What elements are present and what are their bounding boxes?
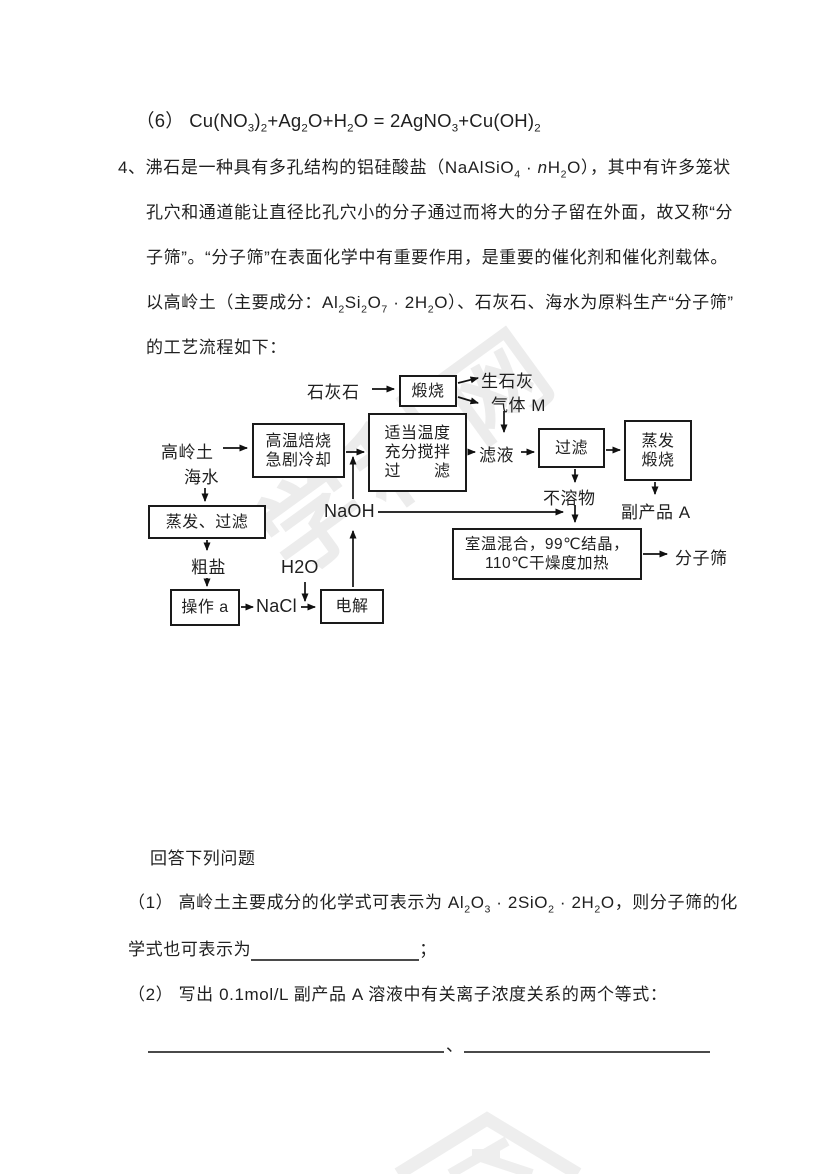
flow-box-operation-a: 操作 a	[170, 589, 240, 626]
q4-intro-line-4: 以高岭土（主要成分：Al2Si2O7 · 2H2O）、石灰石、海水为原料生产“分…	[146, 293, 734, 316]
question-1-line-1: （1） 高岭土主要成分的化学式可表示为 Al2O3 · 2SiO2 · 2H2O…	[128, 893, 738, 916]
flow-box-mix-crystallize: 室温混合，99℃结晶， 110℃干燥度加热	[452, 528, 642, 580]
answer-blank-q2-first	[148, 1051, 444, 1053]
question-1-suffix: ；	[419, 940, 437, 959]
label-quicklime: 生石灰	[481, 372, 534, 391]
question-1-prefix: 学式也可表示为	[128, 940, 252, 959]
label-byproduct-a: 副产品 A	[621, 503, 691, 522]
label-naoh: NaOH	[324, 501, 375, 521]
questions-heading: 回答下列问题	[150, 849, 256, 868]
label-limestone: 石灰石	[307, 383, 360, 402]
equation-6: （6） Cu(NO3)2+Ag2O+H2O = 2AgNO3+Cu(OH)2	[136, 110, 541, 135]
q4-intro-line-2: 孔穴和通道能让直径比孔穴小的分子通过而将大的分子留在外面，故又称“分	[146, 203, 734, 222]
answer-blank-q1	[251, 941, 420, 961]
flow-box-filter: 过滤	[538, 428, 605, 468]
label-h2o: H2O	[281, 557, 319, 577]
label-crude-salt: 粗盐	[191, 558, 226, 577]
label-filtrate: 滤液	[479, 446, 514, 465]
answer-blank-q2-second	[464, 1051, 710, 1053]
flow-box-stir-filter: 适当温度 充分搅拌 过 滤	[368, 413, 467, 492]
flow-box-roast-cool: 高温焙烧 急剧冷却	[252, 423, 345, 478]
label-molecular-sieve: 分子筛	[675, 549, 728, 568]
label-gas-m: 气体 M	[491, 396, 546, 415]
question-2-line: （2） 写出 0.1mol/L 副产品 A 溶液中有关离子浓度关系的两个等式：	[128, 985, 668, 1004]
label-seawater: 海水	[184, 468, 219, 487]
label-insoluble: 不溶物	[543, 489, 596, 508]
flow-box-electrolysis: 电解	[320, 589, 384, 624]
flow-box-evap-filter: 蒸发、过滤	[148, 505, 266, 539]
label-kaolin: 高岭土	[161, 443, 214, 462]
blank-separator: 、	[446, 1036, 464, 1055]
q4-intro-line-3: 子筛”。“分子筛”在表面化学中有重要作用，是重要的催化剂和催化剂载体。	[146, 248, 728, 267]
question-1-line-2: 学式也可表示为 ；	[128, 939, 437, 961]
flow-box-evap-calcine: 蒸发 煅烧	[624, 420, 692, 481]
flow-box-calcine: 煅烧	[399, 375, 457, 407]
label-nacl: NaCl	[256, 596, 297, 616]
q4-intro-line-1: 4、沸石是一种具有多孔结构的铝硅酸盐（NaAlSiO4 · nH2O），其中有许…	[118, 158, 731, 181]
q4-intro-line-5: 的工艺流程如下：	[146, 338, 287, 357]
